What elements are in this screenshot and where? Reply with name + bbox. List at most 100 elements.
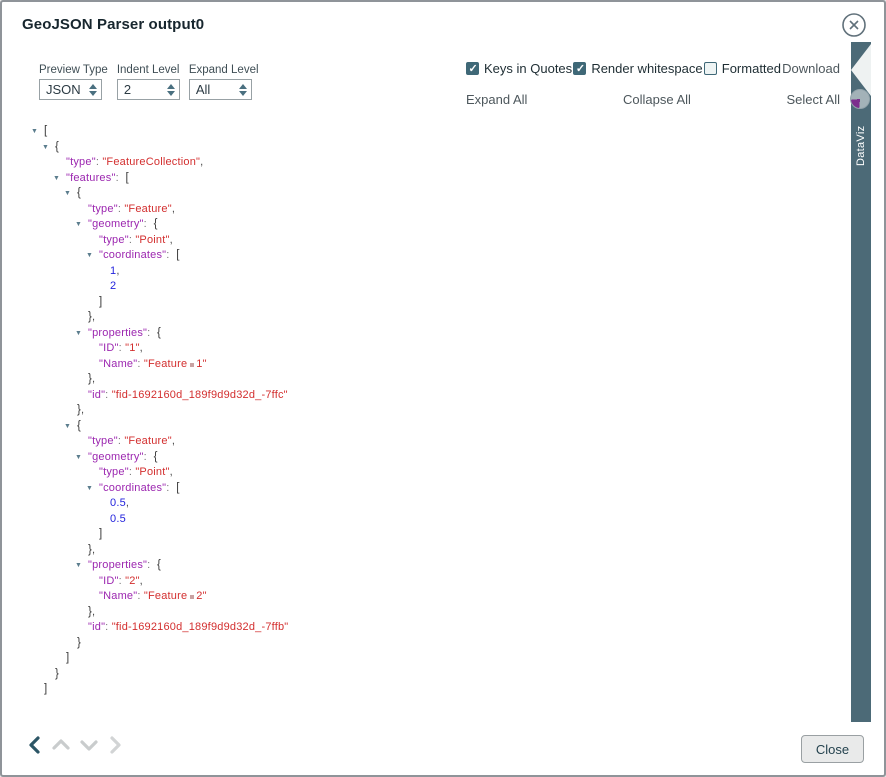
json-tree-line: "type": "Feature", xyxy=(88,202,176,215)
indent-level-group: Indent Level 2 xyxy=(116,64,180,100)
json-tree-line: ▼{ xyxy=(2,140,854,156)
json-tree-line: "type": "Point", xyxy=(99,233,173,246)
option-keys-in-quotes[interactable]: Keys in Quotes xyxy=(466,61,572,76)
whitespace-marker xyxy=(190,362,195,367)
preview-type-group: Preview Type JSON xyxy=(39,64,108,100)
whitespace-marker xyxy=(190,595,195,599)
json-tree-line: ▼"geometry": { xyxy=(2,450,854,466)
stepper-icon xyxy=(89,83,97,96)
expand-level-group: Expand Level All xyxy=(188,64,259,100)
json-tree-line: } xyxy=(55,667,60,680)
json-key: "type" xyxy=(88,435,118,447)
dialog-title: GeoJSON Parser output0 xyxy=(22,16,205,33)
collapse-all-link[interactable]: Collapse All xyxy=(623,92,691,107)
indent-level-label: Indent Level xyxy=(116,64,180,76)
collapse-toggle-icon[interactable]: ▼ xyxy=(75,453,83,461)
chevron-up-icon[interactable] xyxy=(51,735,71,755)
option-formatted[interactable]: Formatted xyxy=(703,61,782,76)
json-value: 1 xyxy=(110,264,117,277)
panel-collapse-arrow-icon[interactable] xyxy=(851,44,871,96)
checkbox-keys-in-quotes[interactable] xyxy=(466,62,479,75)
collapse-toggle-icon[interactable]: ▼ xyxy=(64,190,72,197)
json-value: "1" xyxy=(125,342,140,354)
pie-chart-icon xyxy=(850,89,870,109)
collapse-toggle-icon[interactable]: ▼ xyxy=(75,329,83,337)
json-value: "Feature" xyxy=(124,435,172,447)
preview-controls: Preview Type JSON Indent Level 2 Expand … xyxy=(39,64,259,100)
json-value: "Feature" xyxy=(124,202,172,215)
checkbox-formatted[interactable] xyxy=(703,62,717,75)
dataviz-tab[interactable]: DataViz xyxy=(855,125,867,166)
json-value: 2 xyxy=(110,280,117,292)
json-tree-line: "type": "FeatureCollection", xyxy=(66,156,204,168)
json-tree-line: }, xyxy=(88,373,96,385)
checkbox-render-whitespace[interactable] xyxy=(573,62,587,75)
chevron-left-icon[interactable] xyxy=(26,735,43,755)
collapse-toggle-icon[interactable]: ▼ xyxy=(86,484,94,492)
json-tree-line: }, xyxy=(88,311,96,323)
json-tree-line: ▼"coordinates": [ xyxy=(2,248,854,264)
json-tree: ▼[▼{"type": "FeatureCollection",▼"featur… xyxy=(2,124,854,698)
json-tree-line: ▼"properties": { xyxy=(2,326,854,342)
json-tree-line: ] xyxy=(99,295,103,308)
chevron-down-icon[interactable] xyxy=(79,735,99,755)
stepper-icon xyxy=(166,83,175,96)
json-tree-line: ] xyxy=(66,652,70,664)
close-icon[interactable] xyxy=(841,12,867,38)
json-key: "id" xyxy=(88,388,106,401)
collapse-toggle-icon[interactable]: ▼ xyxy=(53,174,61,182)
preview-type-label: Preview Type xyxy=(39,64,108,76)
download-link[interactable]: Download xyxy=(782,61,840,76)
indent-level-select[interactable]: 2 xyxy=(116,79,180,100)
expand-level-select[interactable]: All xyxy=(188,79,252,100)
json-key: "geometry" xyxy=(88,450,144,463)
json-tree-line: "ID": "1", xyxy=(99,342,143,354)
json-tree-line: "type": "Point", xyxy=(99,466,173,478)
dataviz-side-bar[interactable] xyxy=(851,42,871,722)
json-key: "coordinates" xyxy=(99,249,167,261)
json-value: "Point" xyxy=(135,233,170,246)
json-tree-line: ▼{ xyxy=(2,419,854,435)
expand-level-value: All xyxy=(195,82,211,97)
collapse-toggle-icon[interactable]: ▼ xyxy=(31,128,39,135)
option-render-whitespace[interactable]: Render whitespace xyxy=(573,61,703,76)
collapse-toggle-icon[interactable]: ▼ xyxy=(75,562,83,569)
json-tree-line: ▼[ xyxy=(2,124,854,140)
expand-all-link[interactable]: Expand All xyxy=(466,92,528,107)
select-all-link[interactable]: Select All xyxy=(786,92,840,107)
collapse-toggle-icon[interactable]: ▼ xyxy=(86,252,94,259)
json-tree-line: ] xyxy=(44,683,48,695)
json-value: 0.5 xyxy=(110,512,126,525)
json-tree-line: 1, xyxy=(110,264,120,277)
json-tree-line: }, xyxy=(88,543,96,556)
json-value: "Point" xyxy=(135,466,170,478)
display-options-row: Keys in Quotes Render whitespace Formatt… xyxy=(466,61,840,76)
json-key: "type" xyxy=(66,156,96,168)
json-key: "features" xyxy=(66,171,116,184)
json-key: "id" xyxy=(88,621,106,633)
json-tree-line: } xyxy=(77,636,82,649)
expand-level-label: Expand Level xyxy=(188,64,259,76)
indent-level-value: 2 xyxy=(123,82,132,97)
formatted-label: Formatted xyxy=(721,61,782,76)
json-tree-line: }, xyxy=(88,605,96,618)
json-value: "fid-1692160d_189f9d9d32d_-7ffc" xyxy=(111,388,288,401)
collapse-toggle-icon[interactable]: ▼ xyxy=(75,221,83,228)
preview-type-select[interactable]: JSON xyxy=(39,79,102,100)
json-key: "Name" xyxy=(99,590,138,602)
collapse-toggle-icon[interactable]: ▼ xyxy=(42,143,50,151)
json-key: "properties" xyxy=(88,326,148,339)
render-whitespace-label: Render whitespace xyxy=(591,61,703,76)
json-tree-line: 2 xyxy=(2,279,854,295)
json-tree-line: "type": "Feature", xyxy=(88,435,176,447)
json-value: "fid-1692160d_189f9d9d32d_-7ffb" xyxy=(111,621,289,633)
chevron-right-icon[interactable] xyxy=(107,735,124,755)
json-tree-line: "id": "fid-1692160d_189f9d9d32d_-7ffb" xyxy=(88,621,289,633)
json-key: "coordinates" xyxy=(99,481,167,494)
close-button[interactable]: Close xyxy=(801,735,864,763)
collapse-toggle-icon[interactable]: ▼ xyxy=(64,422,72,430)
